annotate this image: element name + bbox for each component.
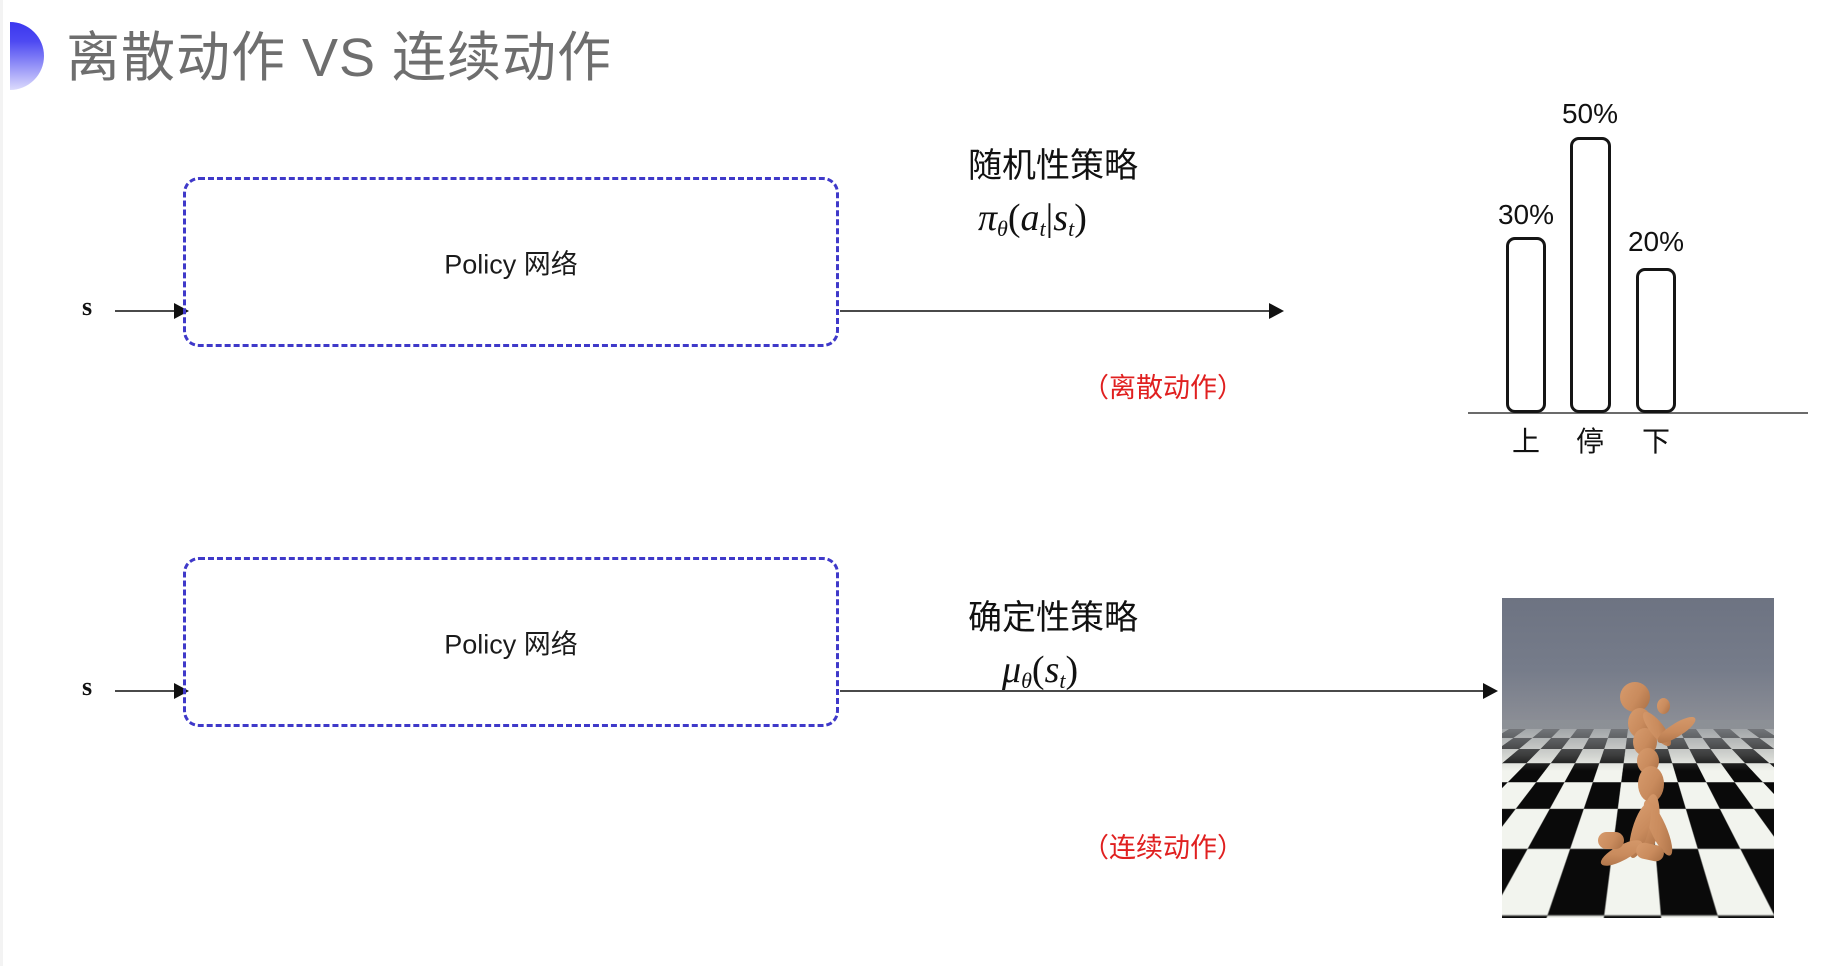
formula-conditional-bar: | <box>1045 197 1054 239</box>
formula-open-paren-2: ( <box>1031 649 1045 691</box>
input-state-label-continuous: s <box>82 672 93 701</box>
formula-close-paren: ) <box>1074 197 1087 239</box>
annotation-title-deterministic: 确定性策略 <box>968 599 1138 637</box>
arrow-policy-to-output-continuous <box>840 690 1496 692</box>
bar-category-stop: 停 <box>1575 426 1604 457</box>
policy-network-box-discrete[interactable]: Policy 网络 <box>183 177 839 347</box>
policy-network-box-continuous[interactable]: Policy 网络 <box>183 557 839 727</box>
policy-network-label-discrete: Policy 网络 <box>444 249 578 280</box>
input-state-label-discrete: s <box>82 292 93 321</box>
formula-state: s <box>1053 197 1069 239</box>
humanoid-head <box>1620 682 1650 712</box>
bar-value-stop: 50% <box>1561 98 1619 129</box>
formula-mu: μ <box>1002 649 1022 691</box>
formula-close-paren-2: ) <box>1065 649 1079 691</box>
humanoid-simulation-image <box>1502 598 1774 918</box>
formula-open-paren: ( <box>1007 197 1021 239</box>
policy-network-label-continuous: Policy 网络 <box>444 629 578 660</box>
arrow-policy-to-output-discrete <box>840 310 1282 312</box>
bar-value-down: 20% <box>1627 226 1685 257</box>
arrow-state-to-policy-continuous <box>115 690 187 692</box>
page-title: 离散动作 VS 连续动作 <box>66 28 613 88</box>
formula-pi-subscript: θ <box>997 216 1008 242</box>
annotation-formula-deterministic: μθ(st) <box>1002 648 1078 694</box>
annotation-note-discrete: （离散动作） <box>1082 373 1244 403</box>
humanoid-foot-back <box>1598 832 1624 849</box>
formula-action-subscript: t <box>1039 216 1046 242</box>
slide-left-edge <box>0 0 3 966</box>
humanoid-hand-right <box>1657 698 1670 714</box>
bar-category-down: 下 <box>1641 426 1670 457</box>
title-decoration-halfcircle <box>10 22 44 90</box>
bar-up <box>1506 237 1546 413</box>
discrete-action-bar-chart: 30% 上 50% 停 20% 下 <box>1468 98 1818 457</box>
formula-action: a <box>1020 197 1040 239</box>
annotation-title-stochastic: 随机性策略 <box>968 147 1138 185</box>
bar-category-up: 上 <box>1511 426 1540 457</box>
annotation-formula-stochastic: πθ(at|st) <box>978 196 1087 242</box>
formula-state-subscript-2: t <box>1059 668 1066 694</box>
annotation-note-continuous: （连续动作） <box>1082 833 1244 863</box>
bar-down <box>1636 268 1676 413</box>
formula-state-subscript: t <box>1068 216 1075 242</box>
bar-stop <box>1570 137 1611 413</box>
formula-state-2: s <box>1044 649 1060 691</box>
formula-pi: π <box>978 197 998 239</box>
arrow-state-to-policy-discrete <box>115 310 187 312</box>
formula-mu-subscript: θ <box>1021 668 1032 694</box>
chart-baseline-axis <box>1468 412 1808 414</box>
bar-value-up: 30% <box>1497 199 1555 230</box>
